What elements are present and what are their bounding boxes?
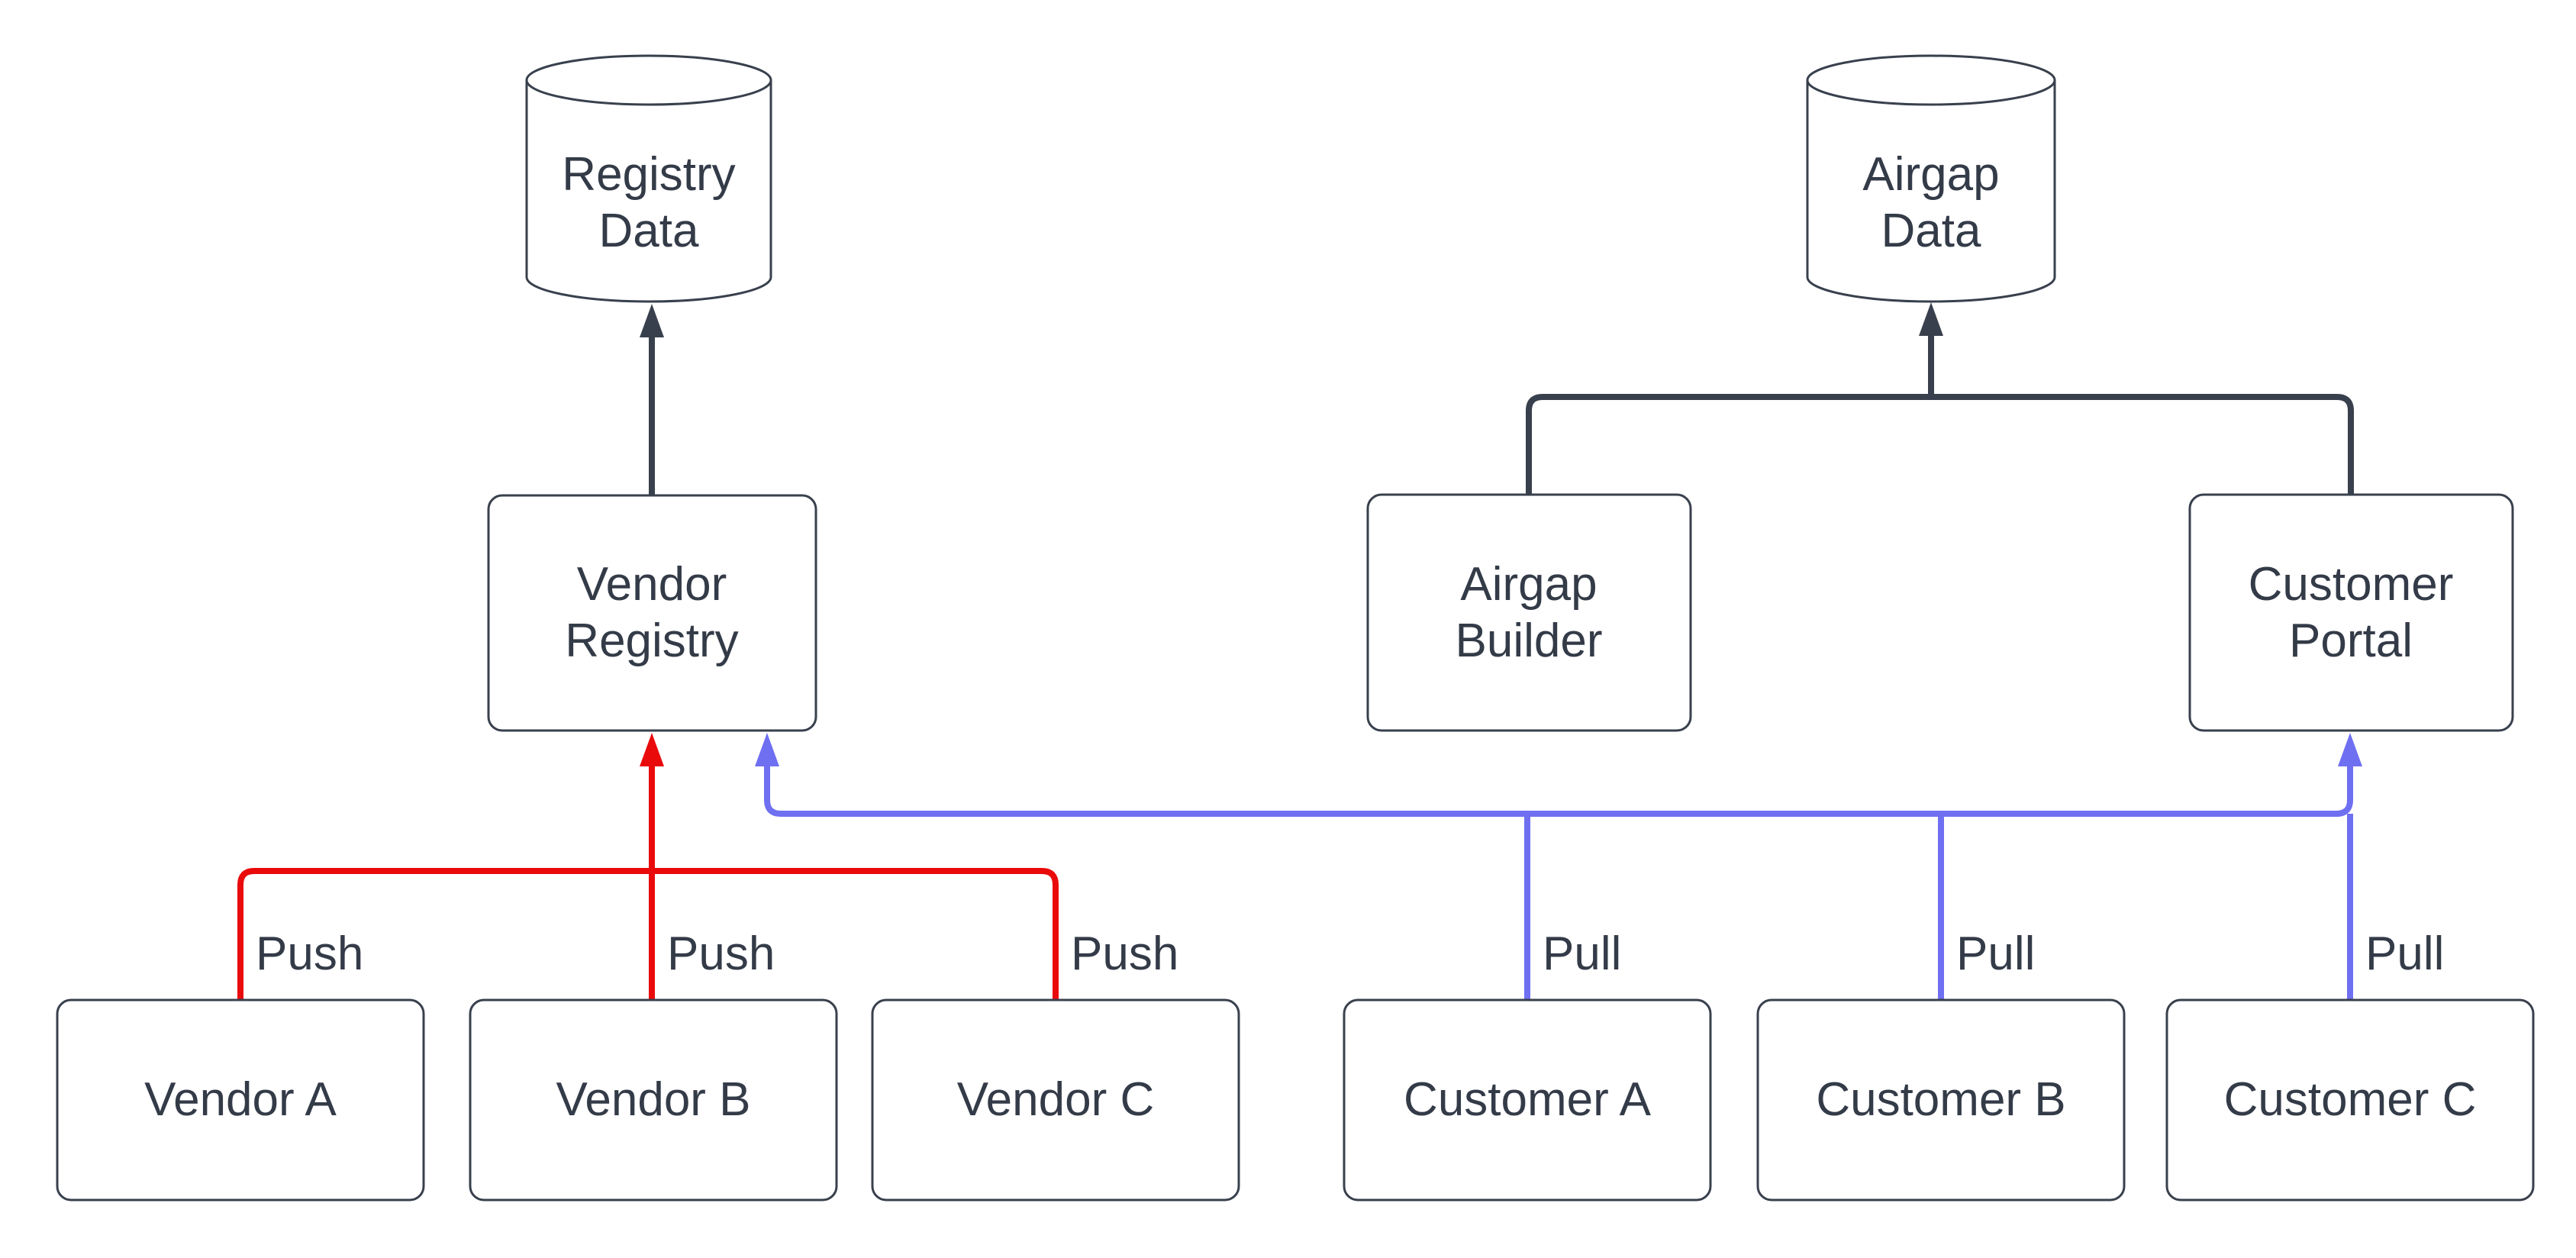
arrowhead-registry-data [640, 304, 664, 337]
edge-pull-trunk [764, 765, 2353, 817]
label-customer-portal: Customer Portal [2248, 557, 2454, 667]
label-customer-c: Customer C [2223, 1073, 2477, 1126]
edge-push-trunk-vendor-a-to-vendor-c [237, 868, 1059, 1000]
edge-label-push-vendor-c: Push [1071, 927, 1179, 980]
arrowhead-push-vendor-registry [640, 733, 664, 766]
edge-label-pull-customer-a: Pull [1543, 927, 1622, 980]
airgap-builder-box [1366, 493, 1692, 732]
vendor-registry-box [487, 494, 817, 732]
label-registry-data: Registry Data [562, 148, 736, 257]
vendor-c-box [871, 998, 1240, 1202]
label-vendor-a: Vendor A [144, 1073, 337, 1126]
vendor-b-box [469, 998, 838, 1202]
edge-label-push-vendor-b: Push [667, 927, 775, 980]
customer-b-box [1756, 998, 2126, 1202]
label-airgap-data: Airgap Data [1862, 148, 2000, 257]
label-customer-a: Customer A [1404, 1073, 1651, 1126]
label-vendor-c: Vendor C [956, 1073, 1155, 1126]
edge-label-pull-customer-c: Pull [2365, 927, 2445, 980]
airgap-data-cylinder [1806, 54, 2056, 303]
edge-airgap-builder-and-customer-portal-junction [1526, 394, 2354, 495]
vendor-a-box [56, 998, 425, 1202]
label-airgap-builder: Airgap Builder [1455, 557, 1603, 667]
arrowhead-pull-vendor-registry [755, 733, 779, 766]
arrowhead-airgap-data [1919, 302, 1943, 336]
label-customer-b: Customer B [1816, 1073, 2066, 1126]
customer-c-box [2165, 998, 2535, 1202]
label-vendor-registry: Vendor Registry [565, 558, 739, 667]
customer-portal-box [2188, 493, 2514, 732]
customer-a-box [1343, 998, 1712, 1202]
label-vendor-b: Vendor B [556, 1073, 751, 1126]
arrowhead-pull-customer-portal [2338, 733, 2362, 766]
edge-label-push-vendor-a: Push [256, 927, 364, 980]
registry-data-cylinder [525, 54, 772, 303]
edge-label-pull-customer-b: Pull [1956, 927, 2036, 980]
